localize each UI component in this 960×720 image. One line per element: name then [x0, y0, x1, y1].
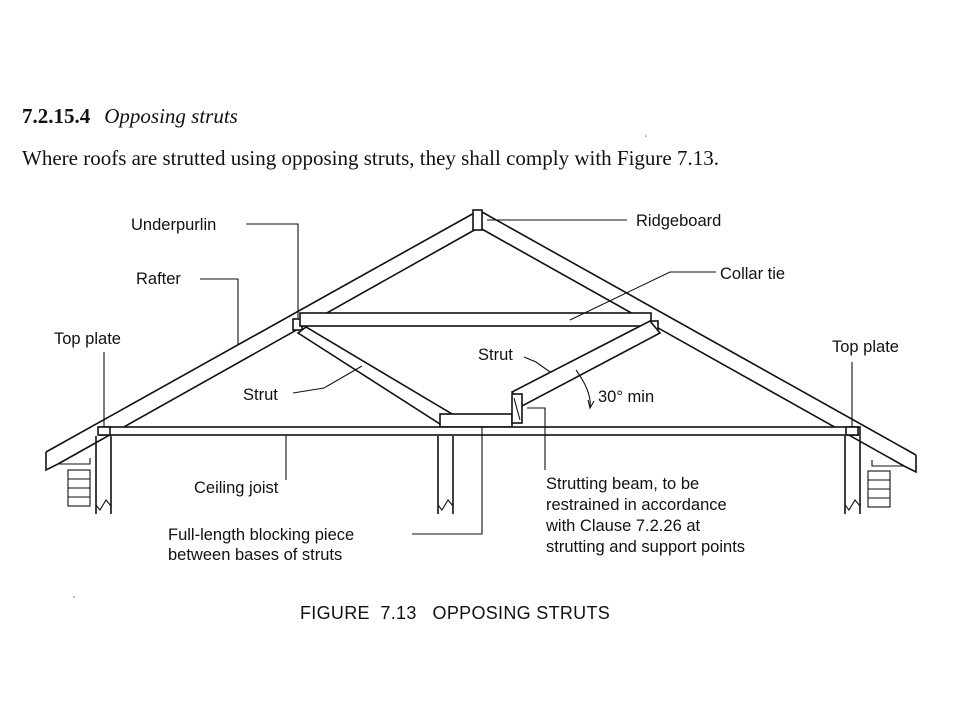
- scan-speck: [645, 135, 647, 137]
- top-plate-right: [845, 426, 859, 436]
- label-beam-line4: strutting and support points: [546, 538, 745, 556]
- top-plate-left: [97, 426, 111, 436]
- label-collar-tie: Collar tie: [720, 265, 785, 283]
- blocking-piece: [439, 413, 513, 428]
- label-blocking-line1: Full-length blocking piece: [168, 526, 354, 544]
- label-strut-left: Strut: [243, 386, 278, 404]
- leader-blocking-piece: [412, 426, 483, 535]
- section-heading: 7.2.15.4 Opposing struts: [22, 104, 238, 129]
- wall-middle: [437, 436, 454, 514]
- scan-speck: [73, 596, 75, 598]
- section-title: Opposing struts: [104, 104, 238, 128]
- label-strut-right: Strut: [478, 346, 513, 364]
- ridgeboard: [472, 209, 483, 231]
- leader-underpurlin: [246, 223, 299, 318]
- label-rafter: Rafter: [136, 270, 181, 288]
- angle-arc: [575, 369, 591, 409]
- label-ridgeboard: Ridgeboard: [636, 212, 721, 230]
- brickwork-right: [867, 470, 891, 508]
- leader-rafter: [200, 278, 239, 344]
- leader-strut-left: [292, 365, 363, 394]
- brickwork-left: [67, 469, 91, 507]
- strut-left: [296, 326, 454, 425]
- wall-left: [95, 436, 112, 514]
- label-underpurlin: Underpurlin: [131, 216, 216, 234]
- eave-right: [871, 455, 917, 474]
- collar-tie: [299, 312, 652, 327]
- wall-right: [844, 436, 861, 514]
- leader-strut-right: [523, 356, 551, 373]
- label-beam-line3: with Clause 7.2.26 at: [545, 517, 701, 535]
- label-blocking-line2: between bases of struts: [168, 546, 342, 564]
- angle-arrowhead: [587, 399, 595, 410]
- eave-left: [45, 452, 91, 472]
- leader-strutting-beam: [527, 407, 546, 470]
- section-text: Where roofs are strutted using opposing …: [22, 146, 719, 170]
- label-beam-line2: restrained in accordance: [546, 496, 727, 514]
- figure-caption: FIGURE 7.13 OPPOSING STRUTS: [300, 603, 610, 623]
- label-beam-line1: Strutting beam, to be: [546, 475, 699, 493]
- label-angle: 30° min: [598, 388, 654, 406]
- leader-collar-tie: [569, 271, 716, 321]
- strutting-beam-grain: [513, 397, 521, 421]
- ceiling-joist: [99, 426, 861, 436]
- label-ceiling-joist: Ceiling joist: [194, 479, 279, 497]
- label-top-plate-left: Top plate: [54, 330, 121, 348]
- rafter-left: [45, 211, 479, 465]
- section-number: 7.2.15.4: [22, 104, 91, 128]
- label-top-plate-right: Top plate: [832, 338, 899, 356]
